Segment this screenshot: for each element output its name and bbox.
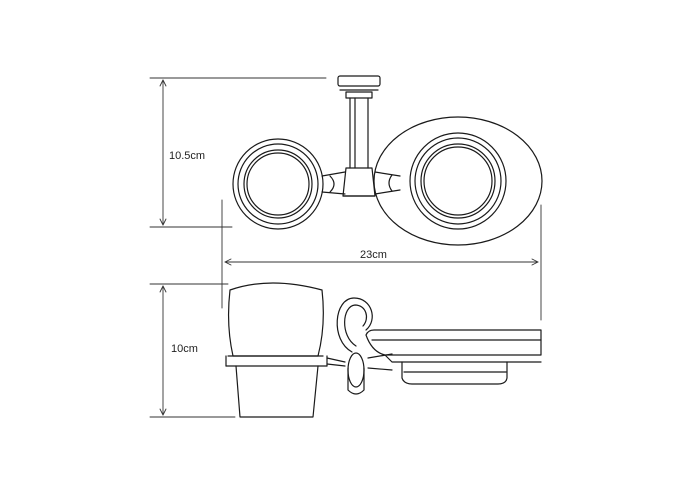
height-dimension-top: [149, 77, 327, 228]
top-view: 10.5cm: [149, 75, 543, 246]
width-label: 23cm: [360, 249, 387, 261]
height-label-bottom: 10cm: [171, 343, 198, 355]
left-ring-holder: [232, 138, 346, 230]
width-dimension: [221, 199, 542, 321]
right-oval-holder: [373, 116, 543, 246]
wall-mount: [337, 75, 381, 197]
center-bracket: [326, 297, 393, 395]
height-label-top: 10.5cm: [169, 150, 205, 162]
height-dimension-bottom: [149, 283, 236, 418]
tumbler-cup: [225, 282, 328, 418]
soap-dish: [365, 329, 542, 385]
front-view: 10cm: [149, 282, 542, 418]
